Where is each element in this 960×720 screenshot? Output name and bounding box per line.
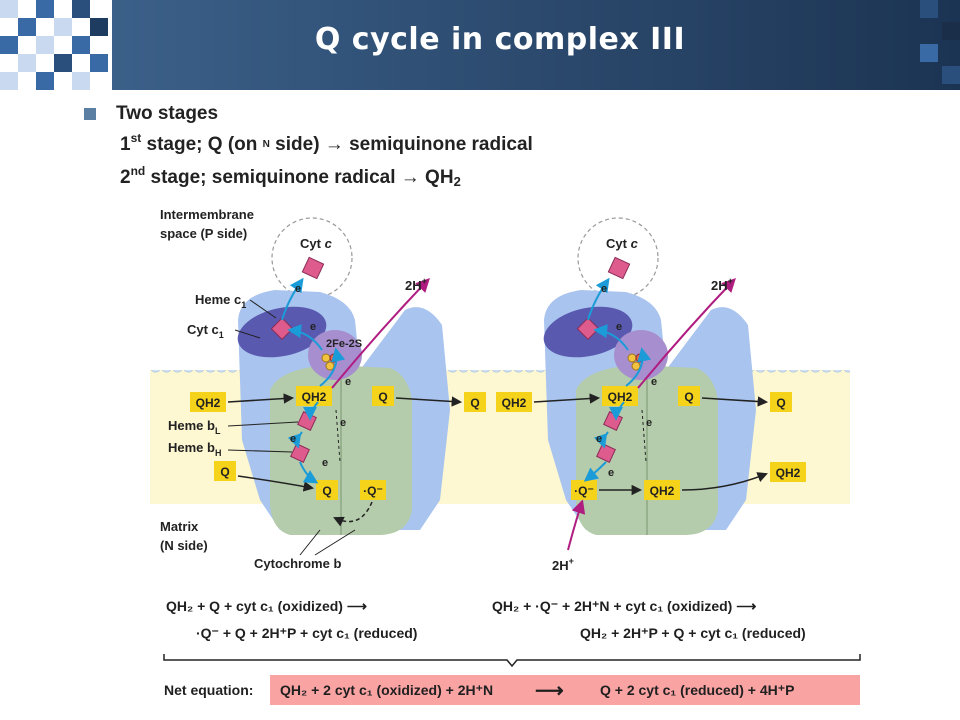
eq-right-line1: QH₂ + ·Q⁻ + 2H⁺N + cyt c₁ (oxidized) ⟶ xyxy=(492,598,757,614)
left-e-label-5: e xyxy=(340,417,346,429)
right-cytc xyxy=(607,256,631,280)
right-cyt-c-label: Cyt c xyxy=(606,236,639,251)
stage2-text-a: stage; semiquinone radical xyxy=(145,166,401,188)
label-heme-bl: Heme bL xyxy=(168,418,221,436)
header-mosaic-right xyxy=(920,0,960,90)
left-e-label-1: e xyxy=(295,283,301,295)
svg-text:e: e xyxy=(651,376,657,388)
right-box-semiq: ·Q⁻ xyxy=(574,484,594,498)
stage2-text-b: QH xyxy=(419,166,454,188)
stage1-text-c: semiquinone radical xyxy=(343,133,533,155)
label-intermembrane: Intermembrane xyxy=(160,207,254,222)
bullet-main-text: Two stages xyxy=(116,103,219,124)
page-title: Q cycle in complex III xyxy=(314,22,686,57)
right-box-q-b: Q xyxy=(776,396,785,410)
left-box-semiq: ·Q⁻ xyxy=(363,484,383,498)
stage2-ordinal: nd xyxy=(130,163,146,178)
right-box-q-a: Q xyxy=(684,390,693,404)
net-equation-highlight xyxy=(270,675,860,705)
stage2-arrow-icon: → xyxy=(400,166,420,188)
right-box-qh2-c: QH2 xyxy=(650,484,675,498)
right-complex: QH2 QH2 Q Q ·Q⁻ QH2 QH2 2H+ 2H+ Cyt c e … xyxy=(496,217,806,573)
right-box-qh2-d: QH2 xyxy=(776,466,801,480)
stage1-text-b: side) xyxy=(269,133,325,155)
stage1-text-a: stage; Q (on xyxy=(141,133,263,155)
svg-text:e: e xyxy=(601,283,607,295)
label-cyt-c1: Cyt c1 xyxy=(187,322,224,340)
left-e-label-2: e xyxy=(310,321,316,333)
net-label: Net equation: xyxy=(164,682,254,698)
stage2-subscript: 2 xyxy=(453,174,461,189)
left-cytc-circle xyxy=(271,217,353,299)
right-2h-label-top: 2H+ xyxy=(711,276,733,293)
left-e-label-3: e xyxy=(345,376,351,388)
left-box-q-d: Q xyxy=(322,484,331,498)
left-e-label-6: e xyxy=(322,457,328,469)
label-space: space (P side) xyxy=(160,226,247,241)
left-2h-label: 2H+ xyxy=(405,276,427,293)
header-mosaic-left xyxy=(0,0,112,90)
stage1-ordinal: st xyxy=(130,130,142,145)
eq-right-line2: QH₂ + 2H⁺P + Q + cyt c₁ (reduced) xyxy=(580,625,806,641)
left-box-qh2-a: QH2 xyxy=(196,396,221,410)
left-box-q-b: Q xyxy=(470,396,479,410)
right-box-qh2-b: QH2 xyxy=(608,390,633,404)
eq-left-line2: ·Q⁻ + Q + 2H⁺P + cyt c₁ (reduced) xyxy=(196,625,418,641)
svg-text:e: e xyxy=(596,433,602,445)
label-heme-bh: Heme bH xyxy=(168,440,221,458)
net-arrow-icon: ⟶ xyxy=(535,680,564,702)
equations: QH₂ + Q + cyt c₁ (oxidized) ⟶ ·Q⁻ + Q + … xyxy=(150,590,861,720)
stage1-number: 1 xyxy=(120,133,131,155)
label-nside: (N side) xyxy=(160,538,208,553)
svg-text:e: e xyxy=(646,417,652,429)
left-cytc xyxy=(301,256,325,280)
net-left: QH₂ + 2 cyt c₁ (oxidized) + 2H⁺N xyxy=(280,682,494,698)
left-complex: QH2 QH2 Q Q Q Q ·Q⁻ 2H+ Cyt c e e e e xyxy=(190,217,486,535)
title-bar xyxy=(0,0,960,90)
label-matrix: Matrix xyxy=(160,519,199,534)
equation-brace xyxy=(163,654,861,668)
q-cycle-diagram: QH2 QH2 Q Q Q Q ·Q⁻ 2H+ Cyt c e e e e xyxy=(150,207,850,573)
bullet-main: Two stages xyxy=(84,100,904,128)
stage1-side: N xyxy=(262,139,270,150)
right-box-qh2-a: QH2 xyxy=(502,396,527,410)
label-heme-c1: Heme c1 xyxy=(195,292,246,310)
left-cyt-c-label: Cyt c xyxy=(300,236,333,251)
label-cytochrome-b: Cytochrome b xyxy=(254,556,341,571)
left-box-qh2-b: QH2 xyxy=(302,390,327,404)
stage2-number: 2 xyxy=(120,166,131,188)
left-e-label-4: e xyxy=(290,433,296,445)
stage1-arrow-icon: → xyxy=(324,133,344,155)
bullet-square-icon xyxy=(84,108,96,120)
right-cytc-circle xyxy=(577,217,659,299)
left-fes-label: 2Fe-2S xyxy=(326,338,362,350)
eq-left-line1: QH₂ + Q + cyt c₁ (oxidized) ⟶ xyxy=(166,598,367,614)
right-2h-label-bottom: 2H+ xyxy=(552,556,574,573)
left-box-q-a: Q xyxy=(378,390,387,404)
left-box-q-c: Q xyxy=(220,465,229,479)
svg-text:e: e xyxy=(608,467,614,479)
svg-text:e: e xyxy=(616,321,622,333)
left-annotations: Intermembrane space (P side) Heme c1 Cyt… xyxy=(160,207,356,571)
net-right: Q + 2 cyt c₁ (reduced) + 4H⁺P xyxy=(600,682,795,698)
